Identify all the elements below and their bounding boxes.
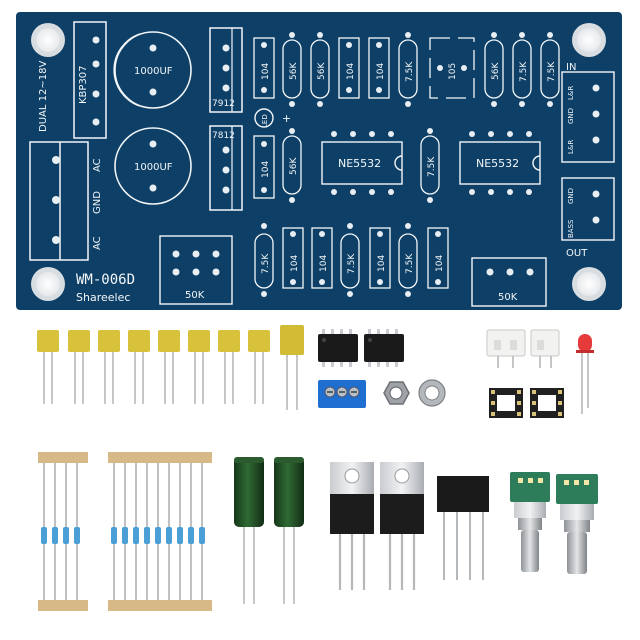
- mid-label-2: 56K: [289, 157, 299, 175]
- film-cap: [188, 330, 210, 404]
- pcb-board: AC GND AC DUAL 12~18V KBP307 1000UF 1000…: [16, 12, 622, 310]
- terminal-block: [318, 380, 366, 408]
- power-input-label: DUAL 12~18V: [38, 61, 49, 132]
- voltage-regulator: [380, 462, 424, 590]
- led-label: LED: [261, 114, 269, 128]
- cap-label-top: 1000UF: [134, 66, 173, 77]
- voltage-regulator: [330, 462, 374, 590]
- mid-cap-footprint: [253, 135, 275, 199]
- header-label-3: L&R: [567, 140, 575, 154]
- top-label-5: 104: [376, 63, 386, 80]
- top-label-4: 104: [346, 63, 356, 80]
- film-capacitors: [37, 325, 304, 410]
- output-header-footprint: [561, 177, 615, 241]
- mid-res-footprint-1: [282, 135, 302, 195]
- led-footprint: [254, 108, 274, 128]
- pot-footprint-right: [471, 257, 547, 307]
- terminal-label-gnd: GND: [92, 191, 103, 214]
- power-terminal-footprint: [29, 141, 89, 261]
- opamp-chips: [318, 329, 404, 367]
- header-label-2: GND: [567, 108, 575, 124]
- bridge-rectifier: [437, 476, 489, 580]
- capacitor-footprint-bottom: [114, 127, 192, 205]
- hex-nut: [383, 381, 410, 405]
- board-brand: Shareelec: [76, 291, 130, 304]
- top-label-6: 7.5K: [405, 61, 415, 82]
- opamp-footprint-1: [321, 131, 403, 195]
- led-plus-mark: +: [282, 112, 291, 125]
- header-label-1: L&R: [567, 86, 575, 100]
- film-cap: [98, 330, 120, 404]
- ic-socket: [530, 388, 564, 418]
- mid-label-3: 7.5K: [427, 156, 437, 177]
- regulator-label-7812: 7812: [212, 131, 235, 141]
- resistor-strip-large: [108, 452, 212, 611]
- rectifier-footprint: [73, 21, 107, 139]
- terminal-label-ac-top: AC: [92, 158, 103, 172]
- board-model: WM-006D: [76, 272, 135, 288]
- resistor-strip-small: [38, 452, 88, 611]
- input-header-footprint: [561, 71, 615, 163]
- washer: [418, 379, 446, 407]
- top-label-9: 7.5K: [519, 61, 529, 82]
- ic-chip: [318, 329, 358, 367]
- ic-chip: [364, 329, 404, 367]
- rectifier-label: KBP307: [78, 65, 89, 104]
- top-label-3: 56K: [317, 62, 327, 80]
- header-label-4: GND: [567, 188, 575, 204]
- input-label: IN: [566, 62, 576, 73]
- output-label: OUT: [566, 248, 588, 259]
- potentiometer: [510, 472, 550, 572]
- pot-footprint-left: [159, 235, 233, 305]
- film-cap: [158, 330, 180, 404]
- white-connector: [530, 329, 560, 368]
- pot-label-left: 50K: [185, 290, 205, 301]
- film-cap: [248, 330, 270, 404]
- potentiometer: [556, 474, 598, 574]
- top-label-10: 7.5K: [547, 61, 557, 82]
- bottom-component-row: [254, 223, 449, 297]
- red-led: [576, 334, 594, 414]
- opamp-label-2: NE5532: [476, 157, 519, 170]
- top-label-2: 56K: [289, 62, 299, 80]
- bottom-label-5: 104: [377, 255, 387, 272]
- terminal-label-ac-bottom: AC: [92, 236, 103, 250]
- mounting-holes: [31, 23, 606, 301]
- regulator-footprint-7812: [209, 125, 243, 211]
- capacitor-footprint-top: [113, 31, 192, 109]
- bottom-label-4: 7.5K: [347, 253, 357, 274]
- top-label-1: 104: [261, 63, 271, 80]
- bottom-label-1: 7.5K: [261, 253, 271, 274]
- opamp-footprint-2: [459, 131, 541, 195]
- electrolytic-capacitor: [234, 457, 264, 604]
- mid-res-footprint-2: [420, 135, 440, 195]
- bottom-label-3: 104: [319, 255, 329, 272]
- film-cap: [37, 330, 59, 404]
- film-cap: [218, 330, 240, 404]
- bottom-label-7: 104: [435, 255, 445, 272]
- film-cap-large: [280, 325, 304, 410]
- bottom-label-6: 7.5K: [405, 253, 415, 274]
- film-cap: [128, 330, 150, 404]
- top-label-7: 105: [448, 63, 458, 80]
- white-connector: [486, 329, 526, 368]
- bottom-label-2: 104: [290, 255, 300, 272]
- electrolytic-capacitor: [274, 457, 304, 604]
- top-component-row: [253, 32, 560, 107]
- pot-label-right: 50K: [498, 292, 518, 303]
- header-label-5: BASS: [567, 219, 575, 238]
- regulator-footprint-7912: [209, 27, 243, 113]
- cap-label-bottom: 1000UF: [134, 162, 173, 173]
- opamp-label-1: NE5532: [338, 157, 381, 170]
- top-label-8: 56K: [491, 62, 501, 80]
- film-cap: [68, 330, 90, 404]
- regulator-label-7912: 7912: [212, 99, 235, 109]
- ic-socket: [489, 388, 523, 418]
- mid-label-1: 104: [261, 161, 271, 178]
